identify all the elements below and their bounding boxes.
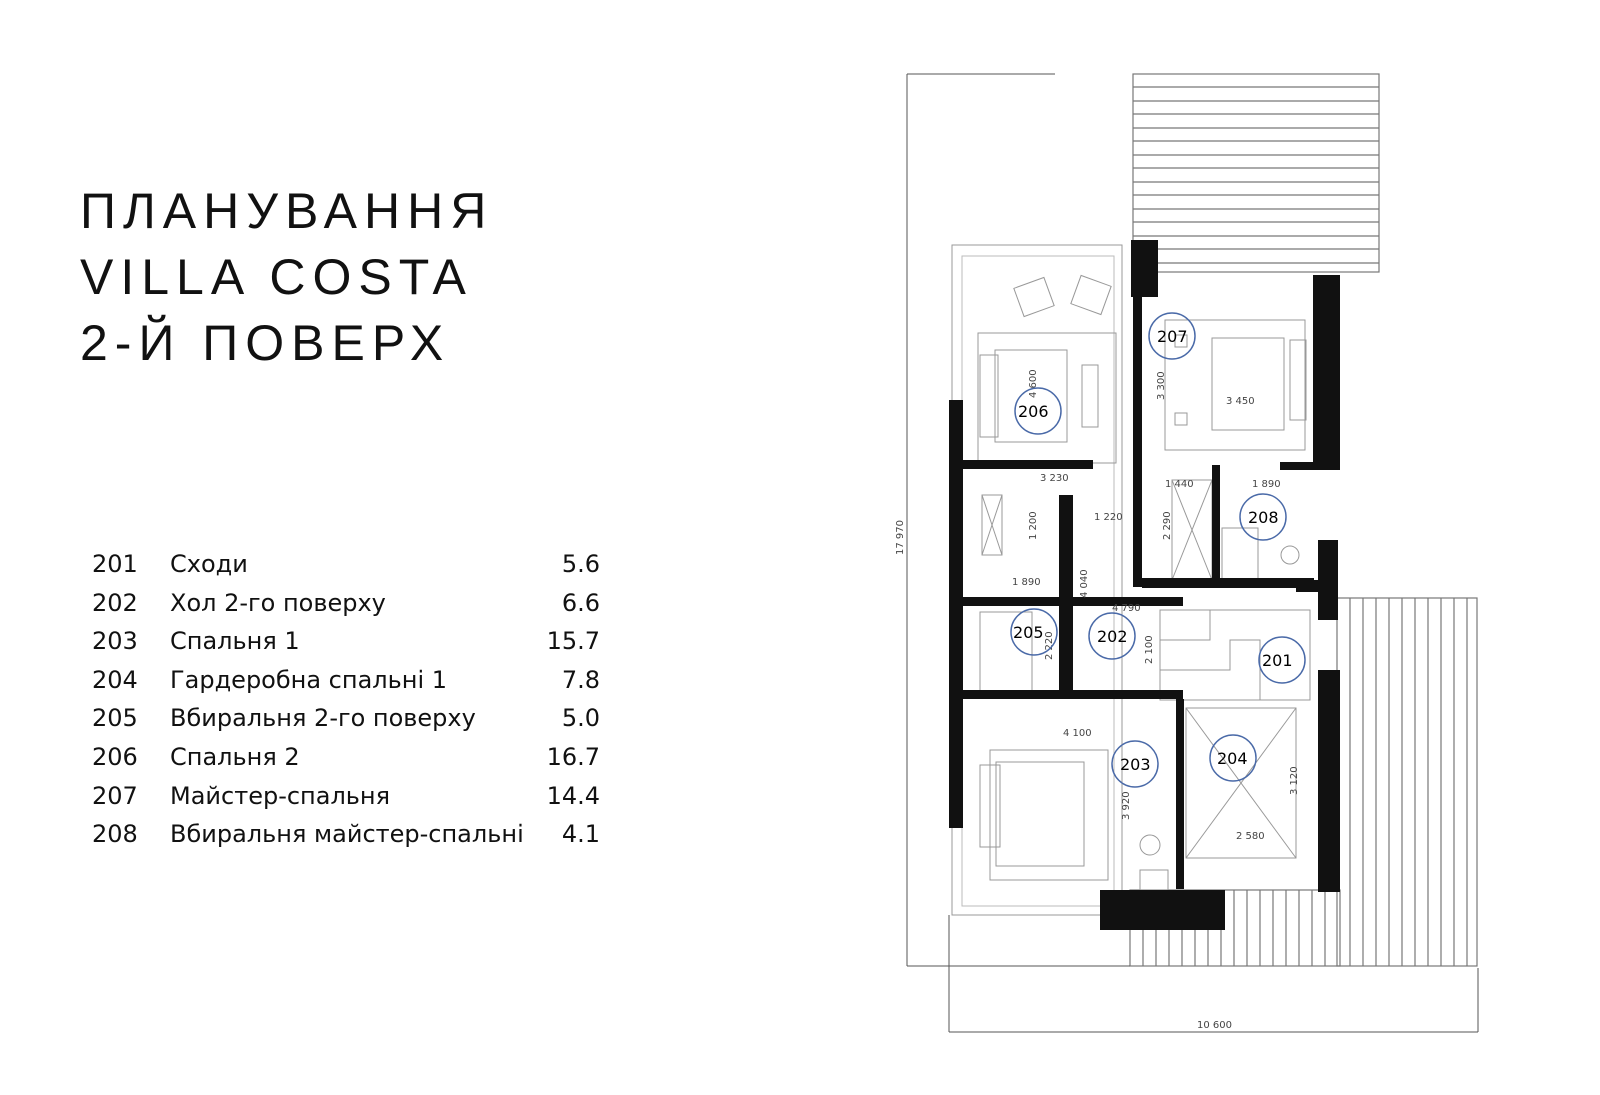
room-number: 205 <box>92 704 138 733</box>
room-area: 14.4 <box>546 781 600 810</box>
room-tag-204: 204 <box>1217 749 1248 768</box>
page-title: ПЛАНУВАННЯ VILLA COSTA 2-Й ПОВЕРХ <box>80 178 493 376</box>
room-name: Вбиральня 2-го поверху <box>170 704 476 733</box>
room-number: 208 <box>92 820 138 849</box>
room-tag-202: 202 <box>1097 627 1128 646</box>
room-area: 16.7 <box>546 742 600 771</box>
room-number: 202 <box>92 588 138 617</box>
room-tag-208: 208 <box>1248 508 1279 527</box>
legend-row: 208 Вбиральня майстер-спальні 4.1 <box>92 815 612 854</box>
room-tag-205: 205 <box>1013 623 1044 642</box>
room-number: 203 <box>92 627 138 656</box>
dimension-total-height: 17 970 <box>895 520 906 555</box>
room-name: Спальня 1 <box>170 627 300 656</box>
pergola-right <box>1336 597 1478 967</box>
room-tags <box>1010 312 1306 788</box>
dimension-label: 3 300 <box>1156 371 1167 400</box>
dimension-label: 1 440 <box>1165 479 1194 490</box>
dimension-label: 3 120 <box>1289 766 1300 795</box>
room-name: Вбиральня майстер-спальні <box>170 820 524 849</box>
title-line-3: 2-Й ПОВЕРХ <box>80 315 451 371</box>
dimension-label: 1 890 <box>1012 577 1041 588</box>
room-tag-203: 203 <box>1120 755 1151 774</box>
dimension-label: 3 450 <box>1226 396 1255 407</box>
dimension-label: 1 890 <box>1252 479 1281 490</box>
dimension-label: 1 200 <box>1028 511 1039 540</box>
room-area: 5.0 <box>561 704 600 733</box>
dimension-total-width: 10 600 <box>1197 1020 1232 1031</box>
dimension-label: 4 040 <box>1079 569 1090 598</box>
dimension-label: 3 230 <box>1040 473 1069 484</box>
room-name: Майстер-спальня <box>170 781 391 810</box>
room-area: 5.6 <box>561 550 600 578</box>
room-area: 15.7 <box>546 627 600 656</box>
room-name: Спальня 2 <box>170 742 300 771</box>
dimension-label: 1 220 <box>1094 512 1123 523</box>
dimension-label: 2 580 <box>1236 831 1265 842</box>
room-name: Хол 2-го поверху <box>170 588 386 617</box>
legend-row: 202 Хол 2-го поверху 6.6 <box>92 584 612 623</box>
legend-row: 203 Спальня 1 15.7 <box>92 622 612 661</box>
dimension-lines <box>906 73 1479 1033</box>
room-number: 206 <box>92 742 138 771</box>
legend-row: 201 Сходи 5.6 <box>92 545 612 584</box>
room-tag-201: 201 <box>1262 651 1293 670</box>
dimension-label: 4 100 <box>1063 728 1092 739</box>
walls <box>949 240 1340 930</box>
title-line-1: ПЛАНУВАННЯ <box>80 183 494 239</box>
dimension-label: 2 290 <box>1162 511 1173 540</box>
dimension-label: 2 220 <box>1044 631 1055 660</box>
legend-row: 206 Спальня 2 16.7 <box>92 738 612 777</box>
room-number: 207 <box>92 781 138 810</box>
room-name: Гардеробна спальні 1 <box>170 665 448 694</box>
room-name: Сходи <box>170 550 248 578</box>
pergola-top <box>1132 73 1380 273</box>
legend-row: 207 Майстер-спальня 14.4 <box>92 777 612 816</box>
room-tag-206: 206 <box>1018 402 1049 421</box>
dimension-label: 2 100 <box>1144 635 1155 664</box>
room-number: 204 <box>92 665 138 694</box>
dimension-label: 4 790 <box>1112 603 1141 614</box>
title-line-2: VILLA COSTA <box>80 249 473 305</box>
legend-row: 204 Гардеробна спальні 1 7.8 <box>92 661 612 700</box>
floor-plan: 17 970 10 600 4 600 3 230 3 300 3 450 1 … <box>895 73 1479 1033</box>
legend-row: 205 Вбиральня 2-го поверху 5.0 <box>92 699 612 738</box>
room-number: 201 <box>92 550 138 578</box>
room-area: 6.6 <box>561 588 600 617</box>
room-area: 4.1 <box>561 820 600 849</box>
room-tag-207: 207 <box>1157 327 1188 346</box>
room-area: 7.8 <box>561 665 600 694</box>
dimension-label: 4 600 <box>1028 369 1039 398</box>
dimension-label: 3 920 <box>1121 791 1132 820</box>
